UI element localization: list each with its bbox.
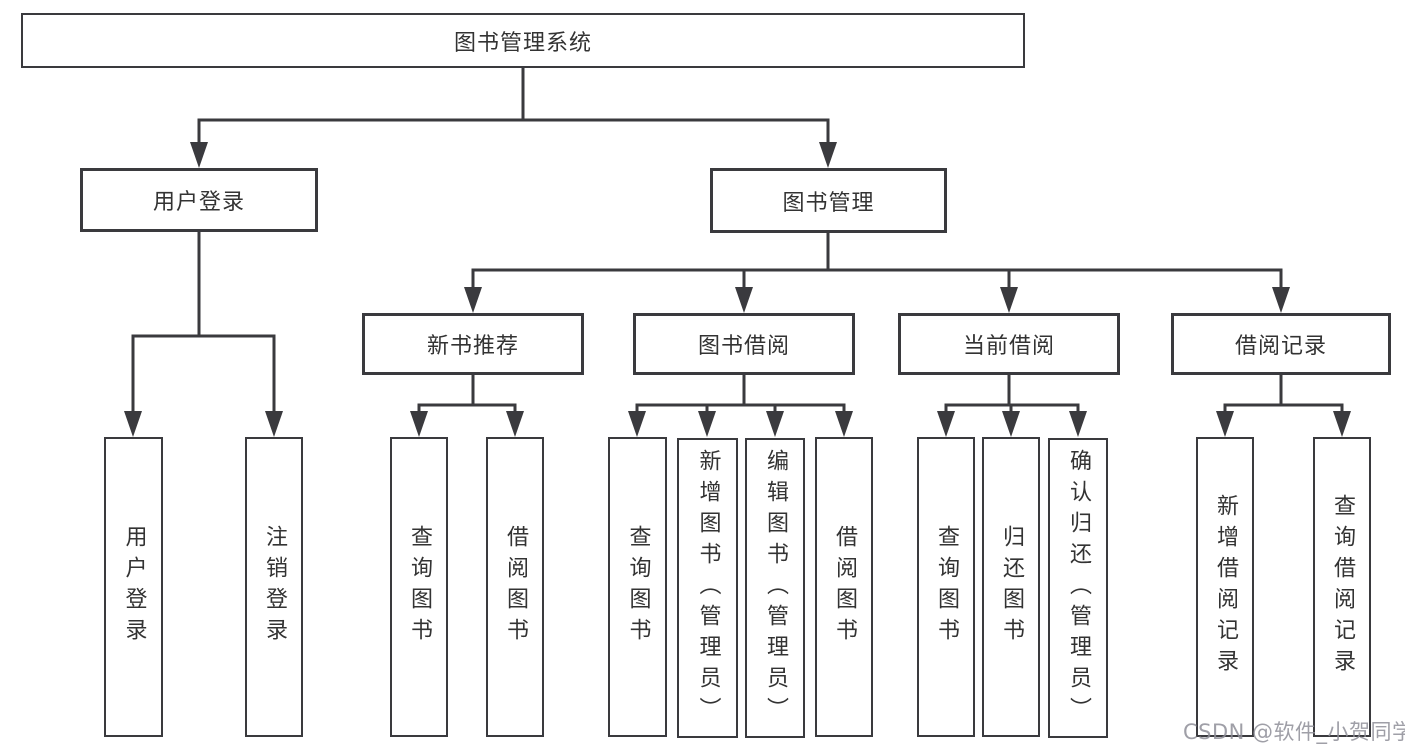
arrow-down-icon [464, 287, 482, 313]
connector-borrowing-to-children [628, 373, 853, 437]
arrow-down-icon [735, 287, 753, 313]
arrow-down-icon [698, 411, 716, 437]
node-library-management-system: 图书管理系统 [21, 13, 1025, 68]
leaf-label: 注销登录 [262, 525, 287, 649]
leaf-label: 查询图书 [625, 525, 651, 649]
arrow-down-icon [506, 411, 524, 437]
connector-login-to-children [124, 230, 283, 437]
leaf-label: 归还图书 [999, 525, 1024, 649]
arrow-down-icon [819, 142, 837, 168]
connector-root-to-branches [190, 66, 837, 168]
arrow-down-icon [1272, 287, 1290, 313]
arrow-down-icon [766, 411, 784, 437]
leaf-add-borrow-record: 新增借阅记录 [1196, 437, 1254, 737]
connector-current-to-children [937, 373, 1087, 437]
csdn-watermark: CSDN @软件_小贺同学 [1183, 720, 1405, 744]
node-book-borrowing: 图书借阅 [633, 313, 855, 375]
leaf-query-books: 查询图书 [390, 437, 448, 737]
node-user-login-branch: 用户登录 [80, 168, 318, 232]
arrow-down-icon [265, 411, 283, 437]
arrow-down-icon [1069, 411, 1087, 437]
connector-recommend-to-children [410, 373, 524, 437]
leaf-add-book-admin: 新增图书（管理员） [677, 438, 738, 738]
leaf-label: 新增图书（管理员） [695, 448, 721, 728]
arrow-down-icon [1216, 411, 1234, 437]
leaf-label: 借阅图书 [832, 525, 857, 649]
leaf-edit-book-admin: 编辑图书（管理员） [745, 438, 805, 738]
node-borrowing-records: 借阅记录 [1171, 313, 1391, 375]
leaf-confirm-return-admin: 确认归还（管理员） [1048, 438, 1108, 738]
arrow-down-icon [1333, 411, 1351, 437]
leaf-label: 编辑图书（管理员） [763, 448, 788, 728]
leaf-label: 查询图书 [407, 525, 432, 649]
leaf-label: 用户登录 [121, 525, 147, 649]
node-current-borrowing: 当前借阅 [898, 313, 1120, 375]
leaf-label: 新增借阅记录 [1213, 494, 1238, 680]
arrow-down-icon [628, 411, 646, 437]
leaf-query-books: 查询图书 [917, 437, 975, 737]
connector-records-to-children [1216, 373, 1351, 437]
arrow-down-icon [835, 411, 853, 437]
arrow-down-icon [410, 411, 428, 437]
leaf-query-books: 查询图书 [608, 437, 667, 737]
leaf-borrow-books: 借阅图书 [486, 437, 544, 737]
node-book-management-branch: 图书管理 [710, 168, 947, 233]
leaf-return-books: 归还图书 [982, 437, 1040, 737]
leaf-borrow-books: 借阅图书 [815, 437, 873, 737]
arrow-down-icon [124, 411, 142, 437]
leaf-query-borrow-record: 查询借阅记录 [1313, 437, 1371, 737]
arrow-down-icon [190, 142, 208, 168]
arrow-down-icon [1000, 287, 1018, 313]
arrow-down-icon [1002, 411, 1020, 437]
arrow-down-icon [937, 411, 955, 437]
leaf-label: 查询借阅记录 [1330, 494, 1355, 680]
leaf-label: 借阅图书 [503, 525, 528, 649]
node-new-book-recommendation: 新书推荐 [362, 313, 584, 375]
leaf-logout: 注销登录 [245, 437, 303, 737]
leaf-label: 查询图书 [934, 525, 959, 649]
connector-management-to-groups [464, 231, 1290, 313]
leaf-label: 确认归还（管理员） [1066, 448, 1091, 728]
leaf-user-login: 用户登录 [104, 437, 163, 737]
